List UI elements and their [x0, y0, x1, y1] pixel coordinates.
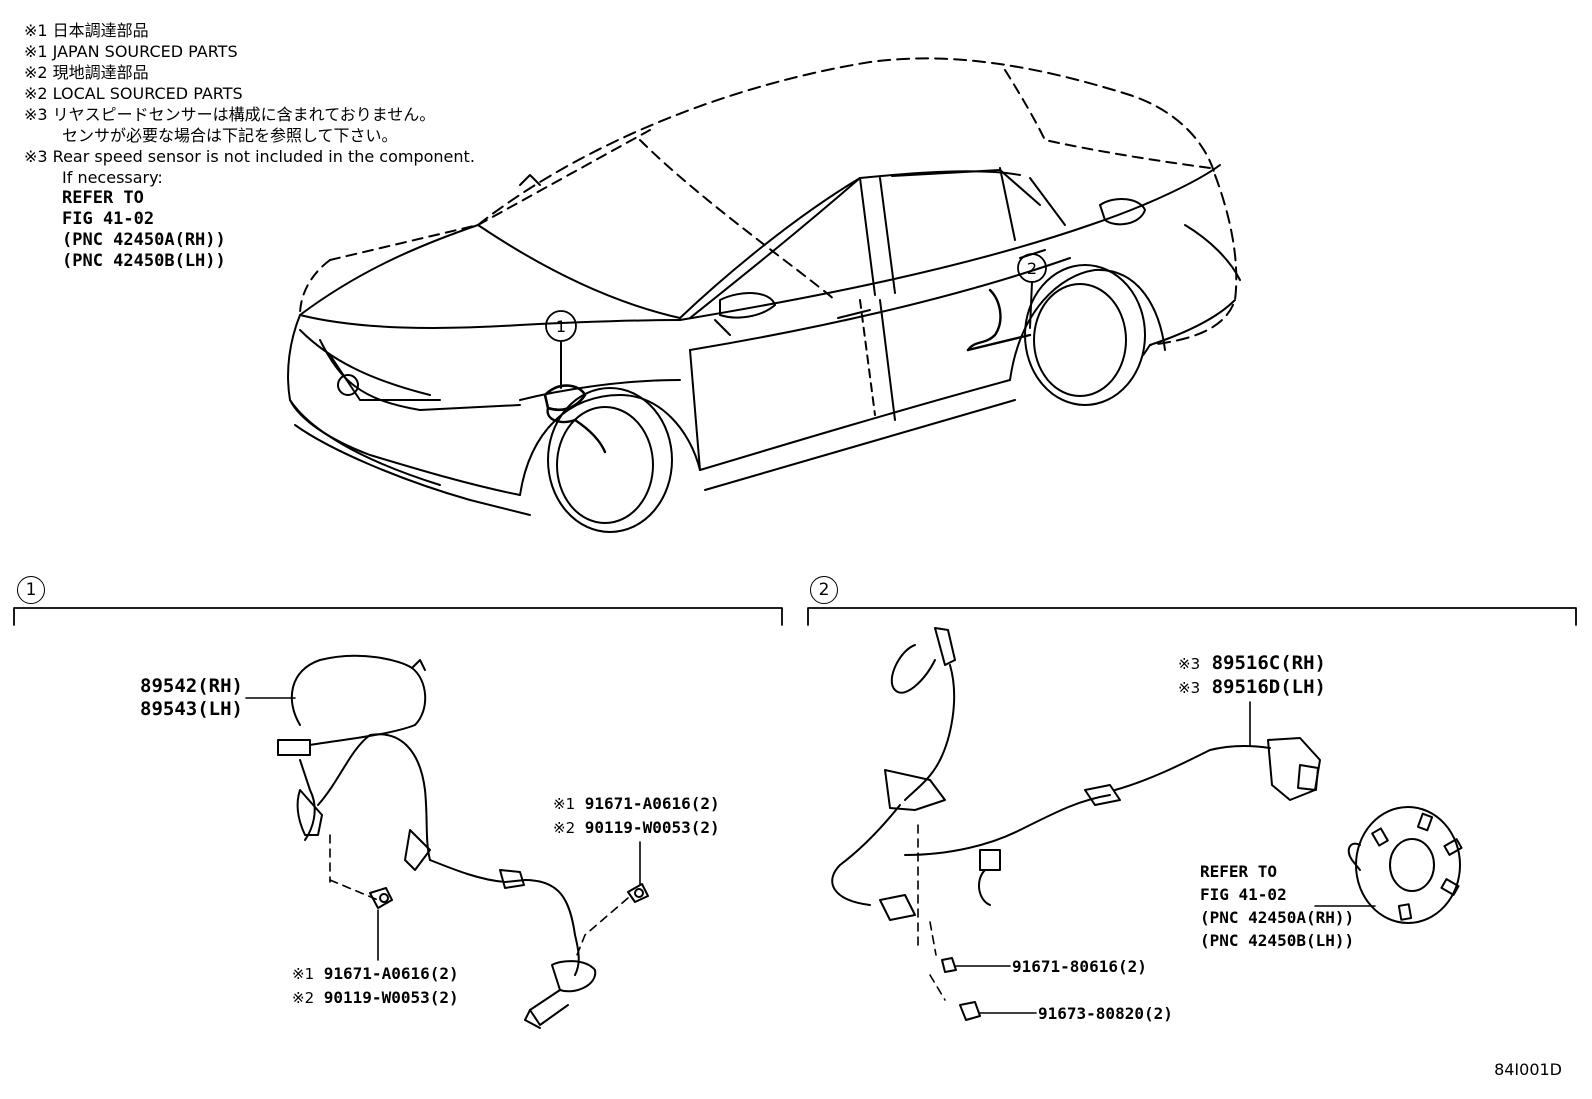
part-number[interactable]: 89516C(RH) [1211, 652, 1326, 674]
refer-line: REFER TO [62, 188, 144, 208]
part-number[interactable]: 91671-A0616(2) [323, 964, 459, 983]
refer-line: (PNC 42450A(RH)) [62, 230, 226, 250]
notes-block: ※1 日本調達部品 ※1 JAPAN SOURCED PARTS ※2 現地調達… [24, 20, 544, 272]
note-symbol: ※1 [292, 965, 315, 983]
car-illustration [287, 57, 1241, 533]
section2-bracket [807, 607, 1577, 626]
part-number-lh[interactable]: 89543(LH) [140, 698, 243, 720]
note-symbol: ※2 [292, 989, 315, 1007]
note-line: ※2 LOCAL SOURCED PARTS [24, 84, 243, 103]
note-line: ※1 JAPAN SOURCED PARTS [24, 42, 238, 61]
rear-speed-sensor-drawing [831, 627, 1321, 921]
bolt-icon-rear-b [959, 1001, 981, 1021]
hub-refer-labels: REFER TO FIG 41-02 (PNC 42450A(RH)) (PNC… [1200, 860, 1354, 952]
callout-circle-2 [1017, 253, 1047, 283]
note-line: センサが必要な場合は下記を参照して下さい。 [62, 126, 398, 145]
refer-line: (PNC 42450A(RH)) [1200, 908, 1355, 927]
note-line: ※3 リヤスピードセンサーは構成に含まれておりません。 [24, 105, 436, 124]
callout-label-1: 1 [556, 317, 566, 336]
note-symbol: ※3 [1178, 655, 1201, 673]
refer-line: (PNC 42450B(LH)) [1200, 931, 1355, 950]
part-number-bolt-a[interactable]: 91671-80616(2) [1012, 957, 1147, 976]
note-symbol: ※3 [1178, 679, 1201, 697]
section-number-2: 2 [810, 576, 838, 604]
part-number[interactable]: 90119-W0053(2) [323, 988, 459, 1007]
note-symbol: ※2 [553, 819, 576, 837]
bolt-icon-rear-a [941, 957, 957, 973]
rear-hub-drawing [1347, 806, 1463, 924]
bolt-icon-lower [369, 887, 393, 909]
rear-sensor-labels: ※3 89516C(RH) ※3 89516D(LH) [1178, 652, 1326, 700]
figure-code: 84I001D [1494, 1060, 1562, 1079]
part-number[interactable]: 89516D(LH) [1211, 676, 1326, 698]
note-line: ※3 Rear speed sensor is not included in … [24, 147, 475, 166]
part-number[interactable]: 90119-W0053(2) [584, 818, 720, 837]
note-symbol: ※1 [553, 795, 576, 813]
part-number[interactable]: 91671-A0616(2) [584, 794, 720, 813]
note-line: ※1 日本調達部品 [24, 21, 149, 40]
refer-line: REFER TO [1200, 862, 1278, 881]
refer-line: (PNC 42450B(LH)) [62, 251, 226, 271]
callout-circle-1 [545, 310, 577, 342]
section1-bracket [13, 607, 783, 626]
note-line: If necessary: [62, 168, 163, 187]
upper-bolt-labels: ※1 91671-A0616(2) ※2 90119-W0053(2) [553, 792, 720, 840]
lower-bolt-labels: ※1 91671-A0616(2) ※2 90119-W0053(2) [292, 962, 459, 1010]
refer-line[interactable]: FIG 41-02 [1200, 885, 1287, 904]
part-number-bolt-b[interactable]: 91673-80820(2) [1038, 1004, 1173, 1023]
refer-line: FIG 41-02 [62, 209, 155, 229]
front-speed-sensor-drawing [277, 654, 597, 1029]
callout-label-2: 2 [1027, 259, 1037, 278]
section-number-1: 1 [17, 576, 45, 604]
part-number-rh[interactable]: 89542(RH) [140, 675, 243, 697]
bolt-icon-upper [627, 883, 649, 903]
note-line: ※2 現地調達部品 [24, 63, 149, 82]
